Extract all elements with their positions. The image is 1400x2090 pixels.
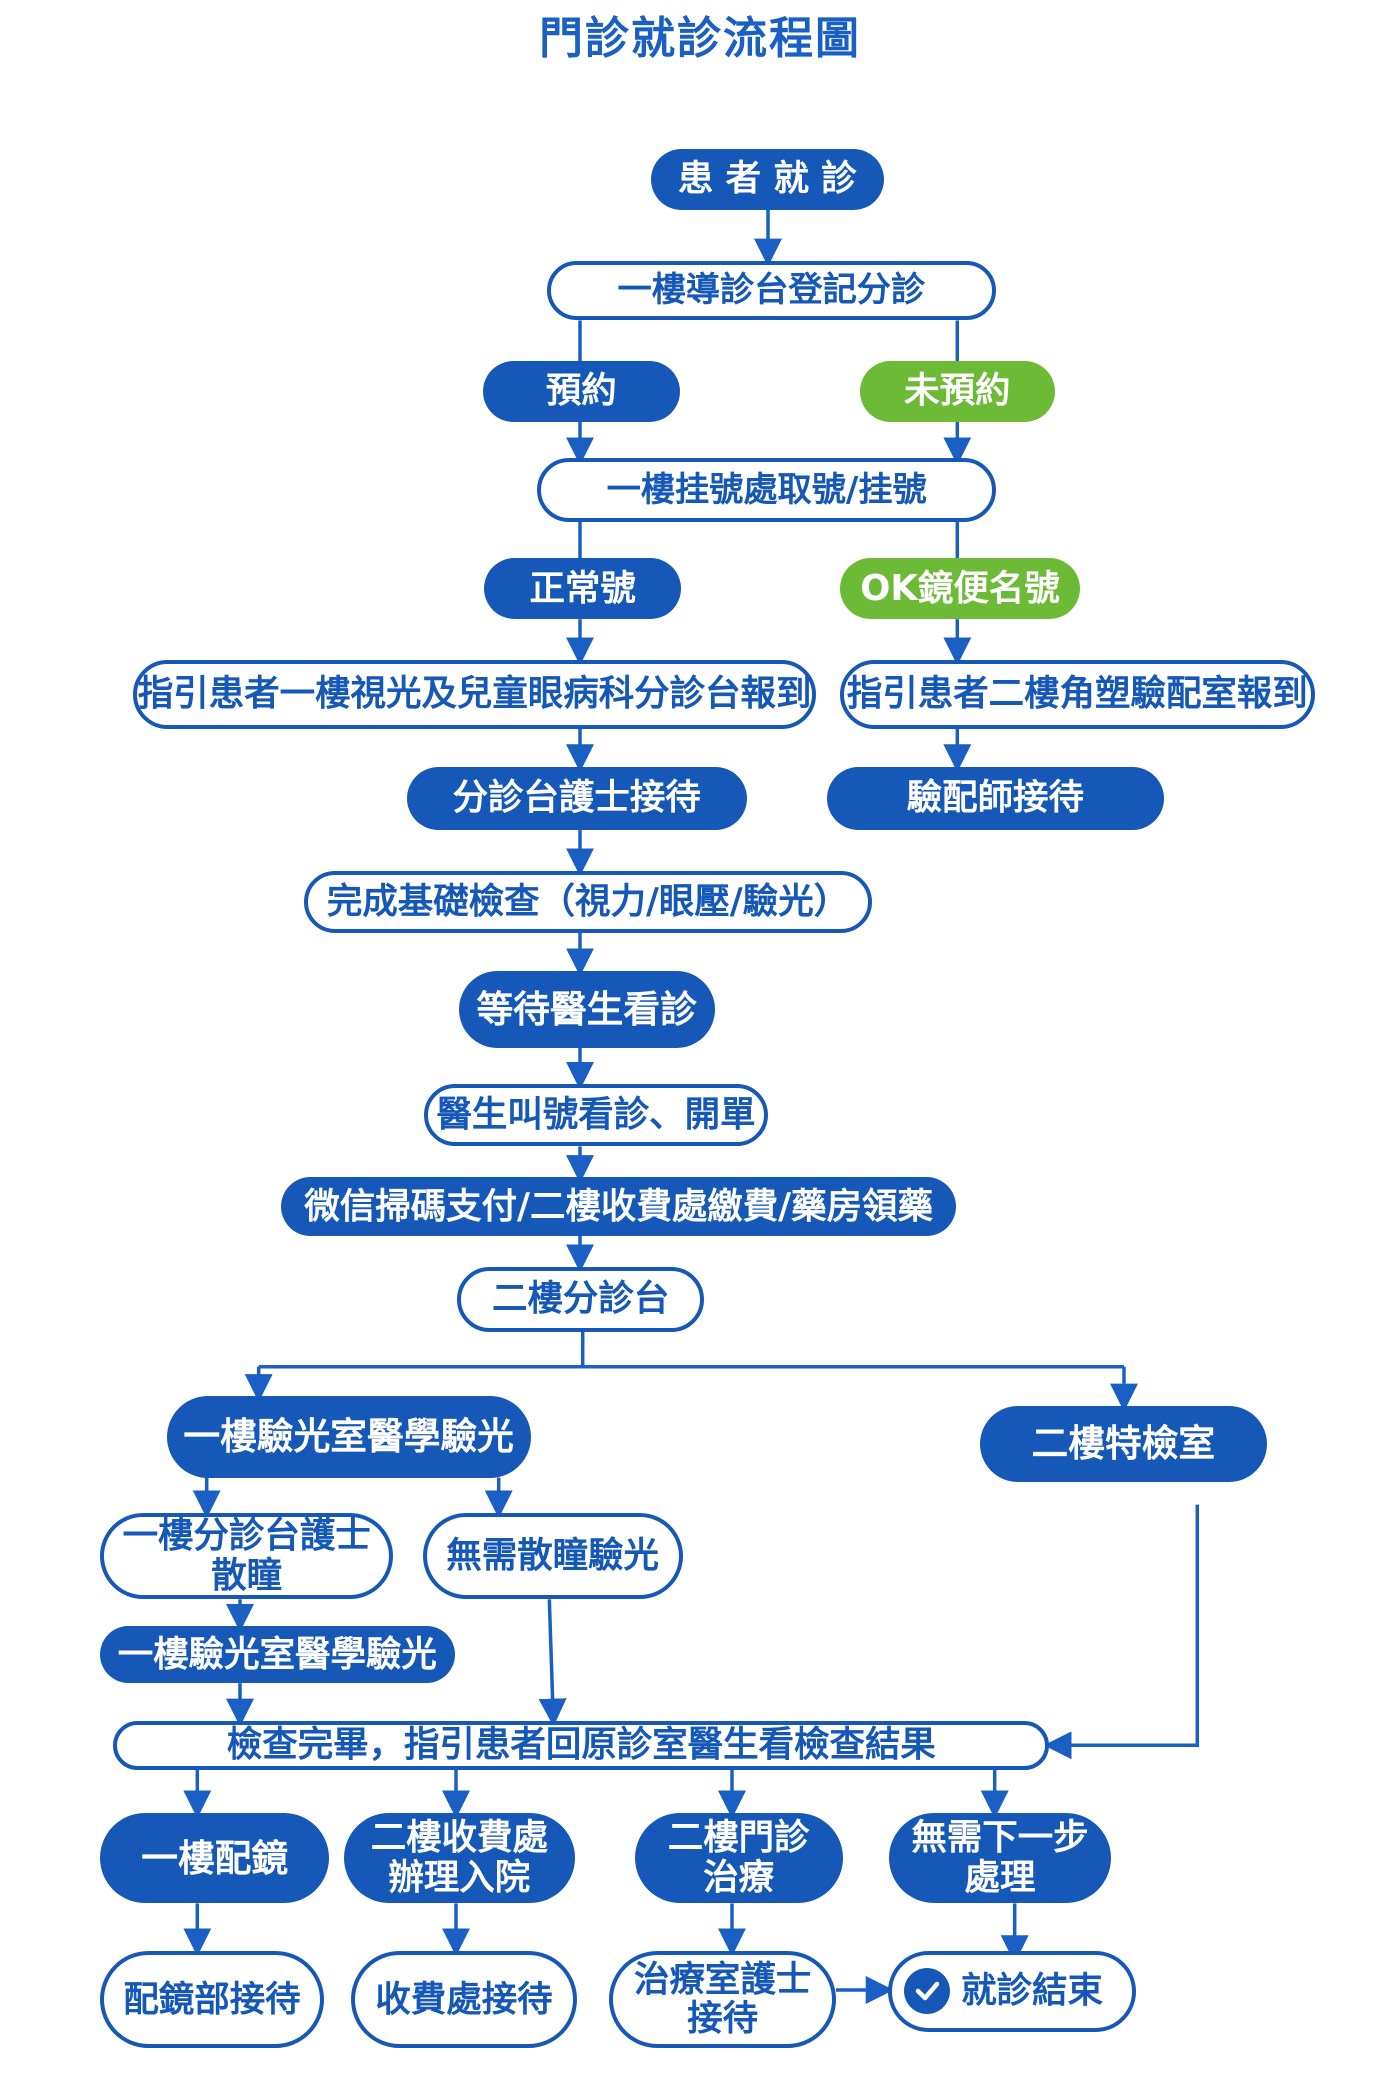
chart-title: 門診就診流程圖 [539,13,861,64]
flow-node-label: 醫生叫號看診、開單 [436,1094,756,1136]
flow-node-label: 就診結束 [961,1970,1103,2012]
flow-node-n16: 二樓分診台 [457,1266,704,1332]
flow-node-label: 預約 [545,370,617,412]
flow-node-label: 散瞳 [211,1555,283,1596]
flow-node-label: 無需散瞳驗光 [446,1535,660,1577]
flow-node-n20: 無需散瞳驗光 [422,1512,683,1600]
flow-node-label: 指引患者一樓視光及兒童眼病科分診台報到 [137,673,812,715]
flow-node-n21: 一樓驗光室醫學驗光 [100,1626,455,1684]
flow-node-n25: 二樓門診治療 [634,1812,843,1904]
flow-node-n3: 預約 [482,360,680,422]
flow-node-label: 二樓收費處 [370,1817,548,1859]
flow-node-n28: 收費處接待 [350,1950,578,2049]
flow-node-n10: 分診台護士接待 [406,766,747,831]
flow-node-label: 二樓門診 [667,1817,810,1859]
flow-node-n27: 配鏡部接待 [100,1950,324,2049]
flow-node-label: 一樓驗光室醫學驗光 [183,1415,514,1459]
flow-node-label: 一樓挂號處取號/挂號 [606,469,927,510]
flow-node-label: 完成基礎檢查（視力/眼壓/驗光） [326,880,850,922]
flow-node-n19: 一樓分診台護士散瞳 [100,1512,394,1600]
flow-node-label: 治療室護士 [634,1958,812,2000]
connector-arrow [1043,1504,1200,1760]
flow-node-n1: 患 者 就 診 [650,148,884,210]
flow-node-label: 收費處接待 [375,1978,553,2020]
flow-node-label: 治療 [703,1857,775,1899]
flow-node-n29: 治療室護士接待 [609,1950,836,2049]
flow-node-n14: 醫生叫號看診、開單 [424,1084,768,1147]
flow-node-label: 二樓分診台 [492,1278,670,1320]
flow-node-n12: 完成基礎檢查（視力/眼壓/驗光） [304,870,872,933]
flow-node-label: 正常號 [529,567,636,609]
flow-node-n13: 等待醫生看診 [458,970,715,1048]
flow-node-n6: 正常號 [484,558,682,620]
flow-node-label: 指引患者二樓角塑驗配室報到 [846,673,1308,715]
flow-node-label: 配鏡部接待 [123,1978,301,2020]
flow-node-label: 檢查完畢，指引患者回原診室醫生看檢查結果 [226,1724,936,1766]
flow-node-n4: 未預約 [860,360,1055,422]
flow-node-label: 等待醫生看診 [476,987,697,1031]
flow-node-n17: 一樓驗光室醫學驗光 [166,1396,531,1478]
flow-node-n18: 二樓特檢室 [980,1405,1267,1482]
flow-node-label: 分診台護士接待 [452,777,701,819]
flow-node-label: 接待 [687,1998,759,2040]
connector-arrow [538,1599,567,1727]
flow-node-n2: 一樓導診台登記分診 [546,260,996,321]
flow-node-n24: 二樓收費處辦理入院 [344,1812,575,1904]
flow-node-label: 未預約 [904,370,1011,412]
flow-node-label: OK鏡便名號 [860,567,1060,609]
check-circle-icon [904,1968,950,2015]
flow-node-n8: 指引患者一樓視光及兒童眼病科分診台報到 [133,659,816,729]
flow-node-label: 二樓特檢室 [1031,1422,1216,1466]
flow-node-label: 一樓分診台護士 [122,1515,371,1557]
flow-node-label: 一樓配鏡 [141,1836,289,1880]
flow-node-n15: 微信掃碼支付/二樓收費處繳費/藥房領藥 [281,1177,956,1236]
flow-node-n11: 驗配師接待 [826,766,1164,831]
flow-node-n7: OK鏡便名號 [840,558,1080,620]
flow-node-label: 處理 [964,1857,1036,1899]
flow-node-label: 患 者 就 診 [677,158,857,200]
flow-node-n23: 一樓配鏡 [100,1812,330,1904]
flow-node-label: 辦理入院 [388,1857,531,1899]
flow-node-label: 一樓驗光室醫學驗光 [117,1633,437,1675]
flow-node-n9: 指引患者二樓角塑驗配室報到 [840,659,1315,729]
flow-node-n5: 一樓挂號處取號/挂號 [537,458,996,522]
flow-node-label: 微信掃碼支付/二樓收費處繳費/藥房領藥 [304,1185,933,1227]
flow-node-label: 驗配師接待 [906,777,1084,819]
flow-node-label: 一樓導診台登記分診 [617,270,926,311]
flow-node-n26: 無需下一步處理 [889,1812,1111,1904]
flow-node-label: 無需下一步 [911,1817,1089,1859]
flow-node-n22: 檢查完畢，指引患者回原診室醫生看檢查結果 [113,1720,1050,1770]
flow-node-n30: 就診結束 [888,1950,1136,2032]
